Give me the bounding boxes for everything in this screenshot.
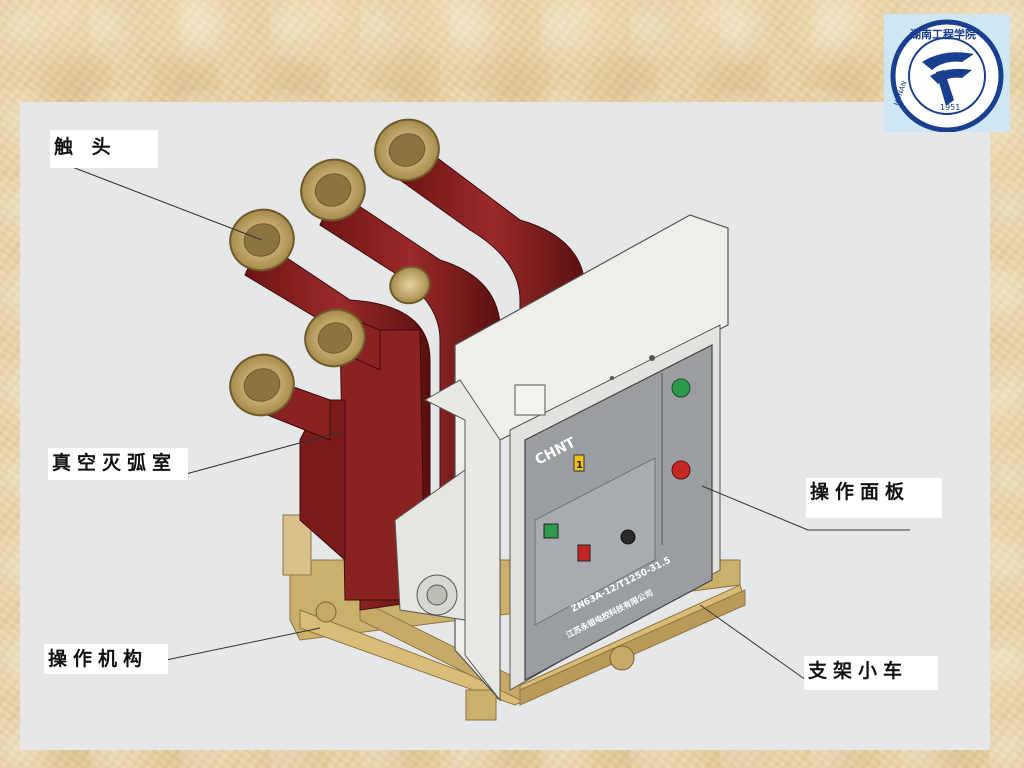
- leader-lines: [53, 159, 910, 681]
- label-chassis-cart: 支架小车: [804, 656, 938, 690]
- indicator-numeral: 1: [576, 460, 583, 471]
- label-operating-panel: 操作面板: [806, 478, 942, 518]
- university-logo: 湖南工程学院 HUNAN 1951: [884, 14, 1010, 132]
- logo-year: 1951: [940, 103, 960, 112]
- label-vacuum-chamber: 真空灭弧室: [48, 448, 188, 480]
- logo-arc-text: 湖南工程学院: [910, 27, 976, 41]
- label-operating-mechanism: 操作机构: [44, 644, 168, 674]
- contact-fingers: [229, 118, 440, 417]
- label-contact: 触 头: [50, 130, 158, 168]
